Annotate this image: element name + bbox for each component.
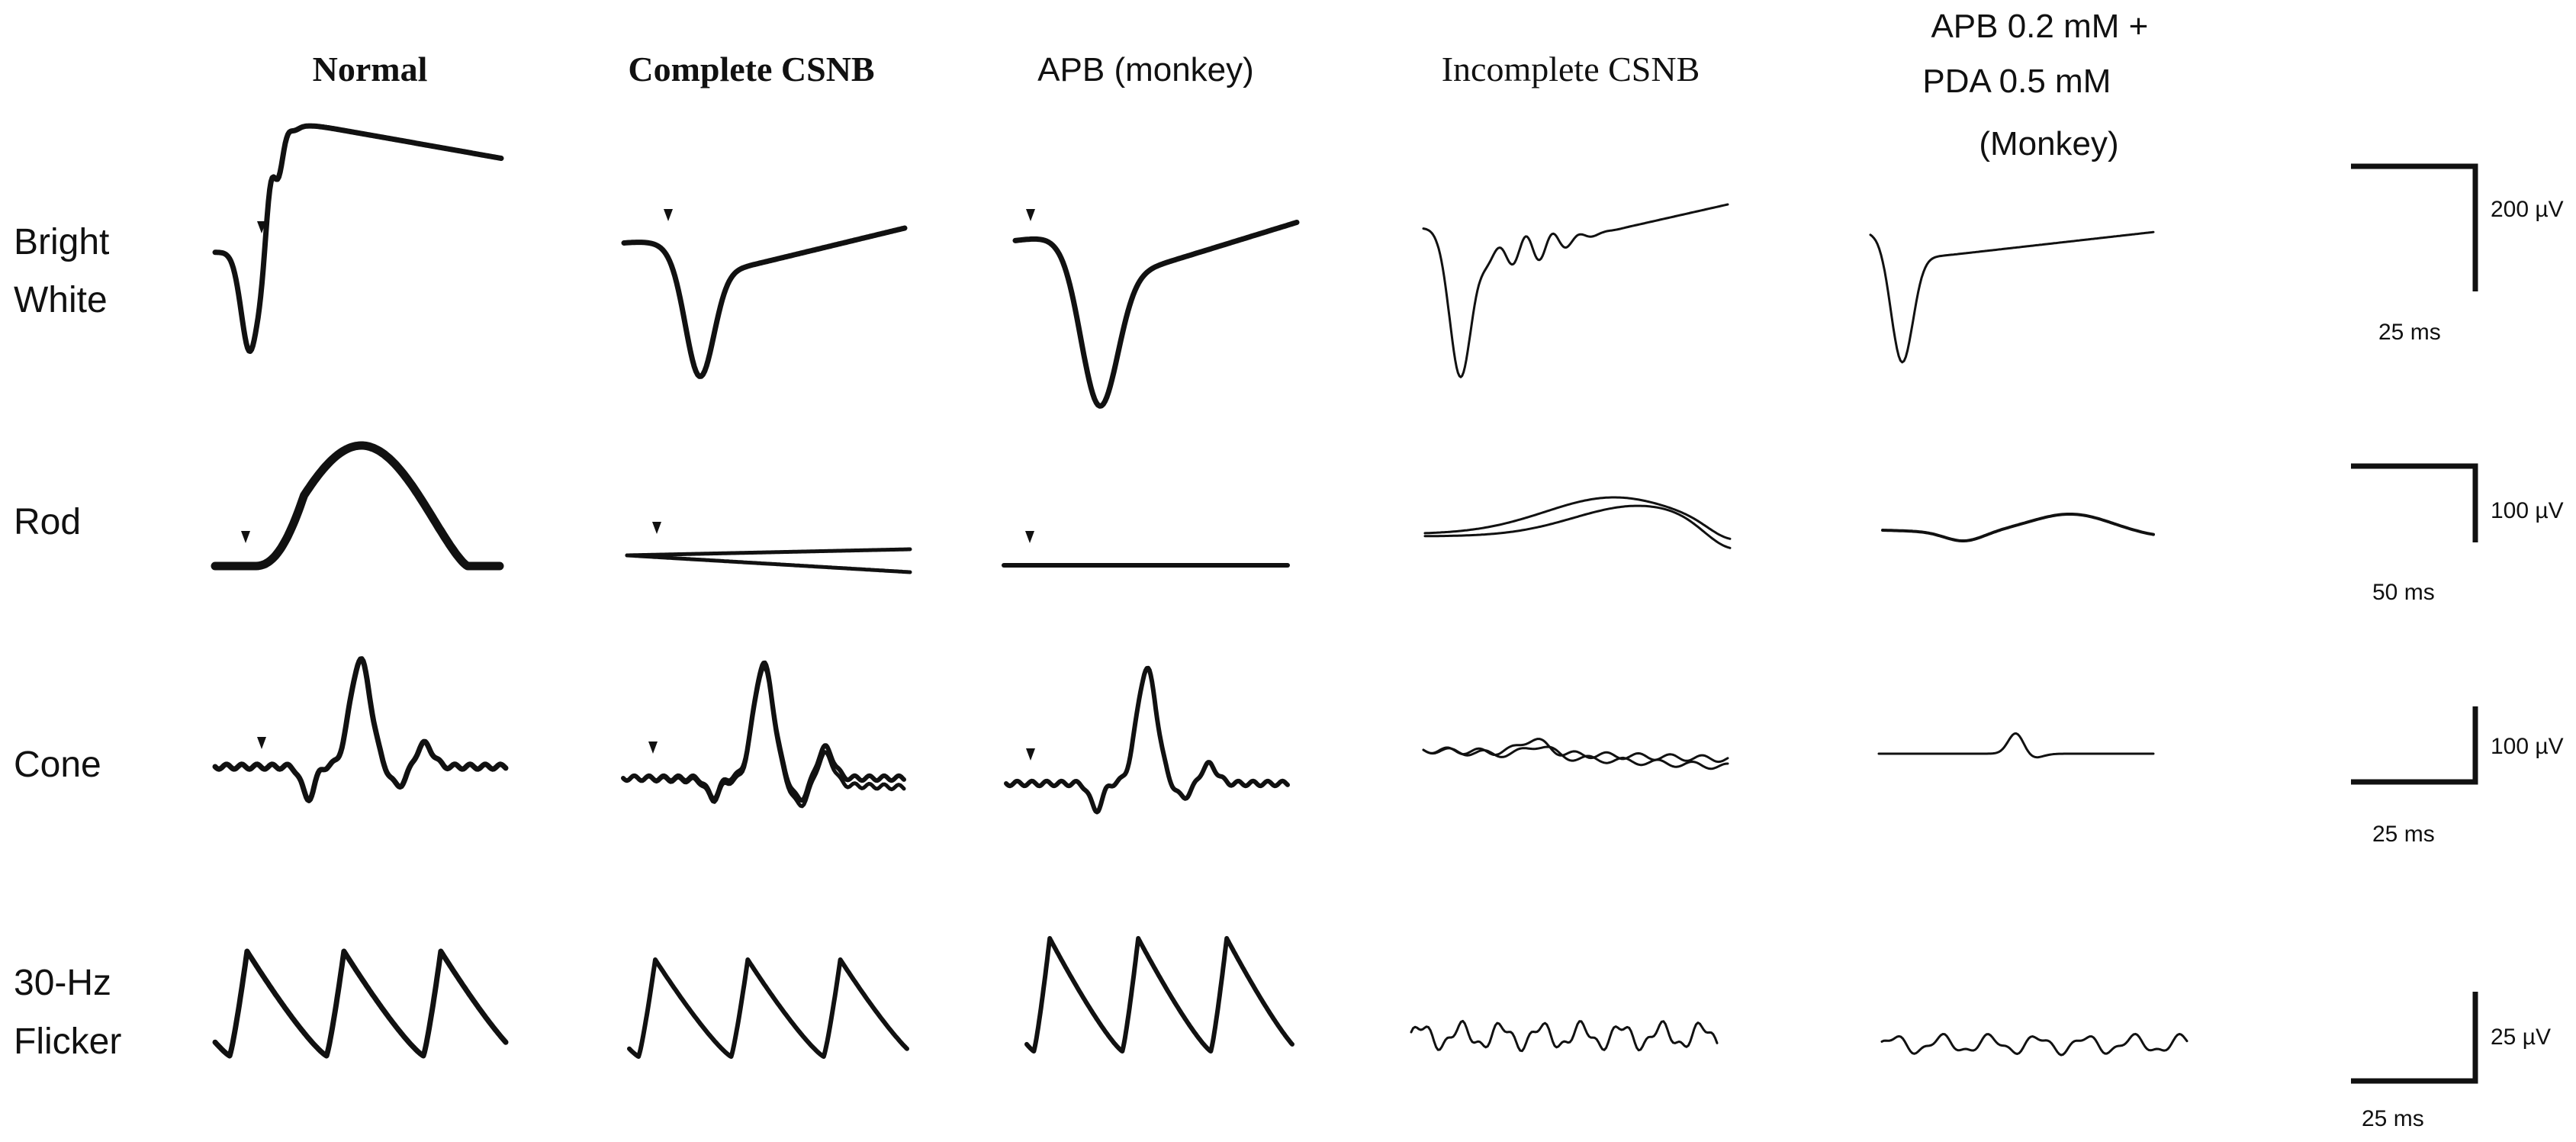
column-header-apb-pda-monkey: APB 0.2 mM + PDA 0.5 mM (Monkey) [1922,8,2157,162]
column-header-incomplete-csnb: Incomplete CSNB [1442,50,1700,88]
trace-flicker-apb-monkey [1024,936,1294,1054]
scale-time-rod: 50 ms [2372,580,2435,605]
trace-cone-incomplete-csnb-1 [1422,738,1729,764]
stimulus-marker-bright-white-apb-monkey [1026,209,1035,221]
column-header-complete-csnb: Complete CSNB [628,50,874,88]
trace-rod-incomplete-csnb-1 [1423,496,1732,540]
row-label-30hz-flicker-line-2: Flicker [14,1021,121,1062]
trace-cone-apb-monkey [1004,665,1290,815]
row-label-bright-white-line-2: White [14,280,108,320]
column-header-normal: Normal [313,50,428,88]
trace-rod-complete-csnb-2 [625,553,912,574]
row-label-bright-white-line-1: Bright [14,222,109,262]
row-label-30hz-flicker: 30-Hz Flicker [14,963,121,1062]
scale-amplitude-rod: 100 µV [2491,498,2564,523]
scale-bar-cone: 100 µV 25 ms [2351,706,2564,847]
scale-bar-bright-white-lines [2351,163,2478,291]
column-header-apb-pda-line-3: (Monkey) [1979,125,2118,162]
row-label-bright-white: Bright White [14,222,120,320]
stimulus-marker-bright-white-complete-csnb [664,209,673,221]
trace-rod-normal [211,441,504,571]
scale-bar-rod-lines [2351,463,2478,542]
scale-bar-cone-lines [2351,706,2478,785]
trace-cone-complete-csnb-2 [621,665,906,809]
stimulus-marker-cone-apb-monkey [1026,748,1035,761]
trace-bright-white-incomplete-csnb [1422,203,1729,378]
stimulus-marker-rod-apb-monkey [1025,531,1034,543]
trace-rod-apb-pda-monkey [1881,513,2155,542]
row-label-cone: Cone [14,745,101,785]
scale-amplitude-bright-white: 200 µV [2491,197,2564,222]
stimulus-marker-rod-normal [241,531,250,543]
trace-rod-incomplete-csnb-2 [1423,504,1732,549]
scale-amplitude-cone: 100 µV [2491,734,2564,759]
trace-cone-apb-pda-monkey [1877,732,2155,759]
scale-bar-bright-white: 200 µV 25 ms [2351,163,2564,345]
trace-bright-white-normal [212,123,504,354]
scale-time-cone: 25 ms [2372,822,2435,847]
column-headers: Normal Complete CSNB APB (monkey) Incomp… [313,8,2157,162]
trace-bright-white-apb-monkey [1012,220,1300,409]
trace-cone-normal [212,656,509,803]
scale-amplitude-30hz-flicker: 25 µV [2491,1025,2551,1050]
stimulus-marker-rod-complete-csnb [652,522,661,534]
trace-flicker-complete-csnb [627,957,909,1059]
stimulus-marker-cone-complete-csnb [648,741,658,754]
row-label-30hz-flicker-line-1: 30-Hz [14,963,111,1003]
scale-bar-30hz-flicker-lines [2351,992,2478,1084]
trace-bright-white-apb-pda-monkey [1869,230,2155,364]
trace-cone-incomplete-csnb-2 [1422,745,1729,770]
scale-time-bright-white: 25 ms [2378,320,2441,345]
stimulus-marker-cone-normal [257,737,266,749]
scale-time-30hz-flicker: 25 ms [2362,1106,2424,1131]
scale-bar-rod: 100 µV 50 ms [2351,463,2564,605]
column-header-apb-pda-line-2: PDA 0.5 mM [1922,63,2111,100]
column-header-apb-pda-line-1: APB 0.2 mM + [1931,8,2148,45]
row-label-rod: Rod [14,502,81,542]
trace-rod-complete-csnb-1 [625,547,912,558]
scale-bars: 200 µV 25 ms 100 µV 50 ms 100 µV 25 ms 2… [2351,163,2564,1131]
column-header-apb-monkey: APB (monkey) [1037,51,1254,88]
row-labels: Bright White Rod Cone 30-Hz Flicker [14,222,121,1062]
scale-bar-30hz-flicker: 25 µV 25 ms [2351,992,2551,1131]
trace-flicker-apb-pda-monkey [1880,1032,2188,1057]
trace-flicker-incomplete-csnb [1410,1019,1719,1053]
stimulus-marker-bright-white-normal [257,221,266,233]
trace-bright-white-complete-csnb [621,225,908,379]
erg-traces [211,123,2188,1059]
trace-flicker-normal [212,948,509,1059]
